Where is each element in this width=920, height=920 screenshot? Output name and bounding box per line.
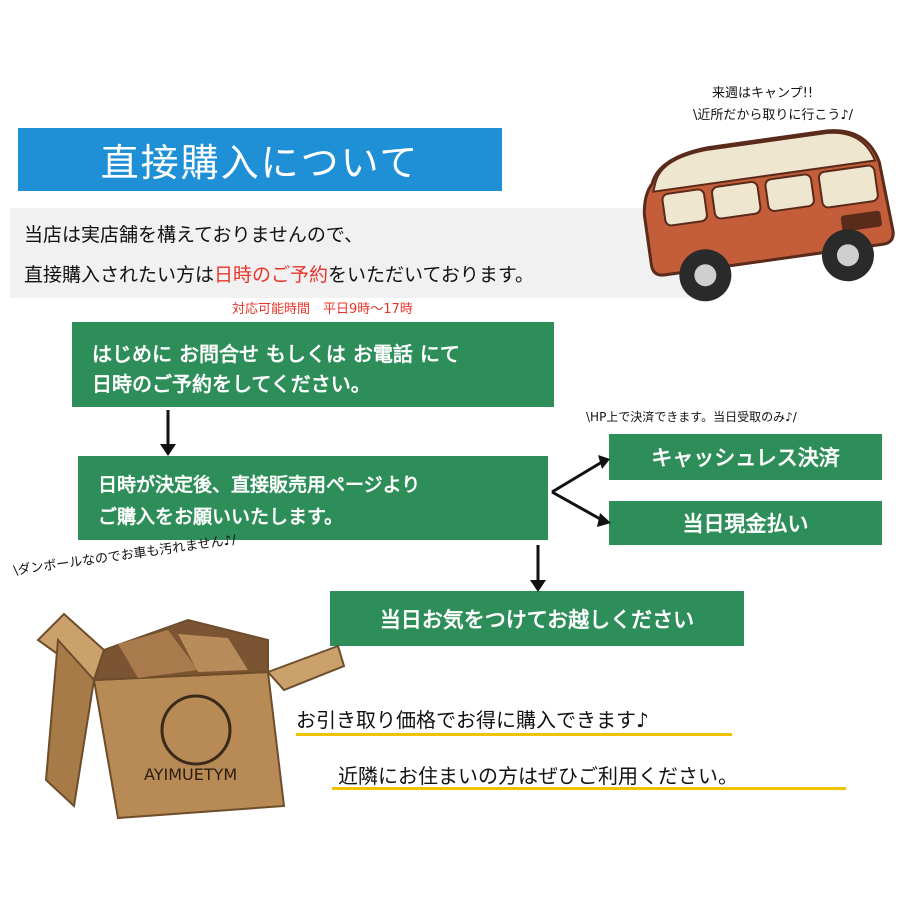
- box-logo-text: AYIMUETYM: [144, 765, 237, 784]
- step-3-box: 当日お気をつけてお越しください: [330, 591, 744, 646]
- intro-line-2-post: をいただいております。: [328, 264, 534, 286]
- cashless-label: キャッシュレス決済: [651, 446, 840, 470]
- arrow-branch-upper: [551, 460, 603, 494]
- step-1-line-1: はじめに お問合せ もしくは お電話 にて: [92, 342, 460, 366]
- promo-underline-2: [332, 787, 846, 790]
- van-caption-2: \近所だから取りに行こう♪/: [693, 108, 854, 123]
- cash-payment-box: 当日現金払い: [609, 501, 882, 545]
- cardboard-box-illustration: AYIMUETYM: [36, 612, 346, 820]
- promo-underline-1: [296, 733, 732, 736]
- arrow-branch-lower: [551, 490, 603, 522]
- step-2-box: 日時が決定後、直接販売用ページより ご購入をお願いいたします。: [78, 456, 548, 540]
- page-title: 直接購入について: [100, 141, 420, 185]
- step-1-box: はじめに お問合せ もしくは お電話 にて 日時のご予約をしてください。: [72, 322, 554, 407]
- intro-panel: 当店は実店舗を構えておりませんので、 直接購入されたい方は日時のご予約をいただい…: [10, 208, 688, 298]
- promo-line-2: 近隣にお住まいの方はぜひご利用ください。: [338, 764, 738, 788]
- step-3-label: 当日お気をつけてお越しください: [379, 607, 695, 632]
- step-2-line-1: 日時が決定後、直接販売用ページより: [98, 474, 421, 496]
- arrow-head-lower: [597, 513, 611, 527]
- cash-label: 当日現金払い: [682, 512, 809, 536]
- promo-line-1: お引き取り価格でお得に購入できます♪: [296, 708, 649, 732]
- intro-line-1: 当店は実店舗を構えておりませんので、: [24, 224, 364, 246]
- step-2-line-2: ご購入をお願いいたします。: [98, 506, 344, 528]
- arrow-head-upper: [598, 455, 610, 469]
- intro-line-2: 直接購入されたい方は日時のご予約をいただいております。: [24, 260, 534, 287]
- page-title-bar: 直接購入について: [18, 128, 502, 191]
- arrow-head-2: [530, 580, 546, 592]
- camper-van-illustration: [642, 129, 895, 302]
- van-caption-1: 来週はキャンプ!!: [712, 86, 814, 101]
- business-hours-note: 対応可能時間 平日9時〜17時: [232, 302, 413, 317]
- step-1-line-2: 日時のご予約をしてください。: [92, 372, 371, 396]
- arrow-head-1: [160, 444, 176, 456]
- reservation-highlight: 日時のご予約: [214, 264, 329, 286]
- intro-line-2-pre: 直接購入されたい方は: [24, 264, 215, 286]
- payment-note: \HP上で決済できます。当日受取のみ♪/: [586, 410, 797, 424]
- cashless-payment-box: キャッシュレス決済: [609, 434, 882, 480]
